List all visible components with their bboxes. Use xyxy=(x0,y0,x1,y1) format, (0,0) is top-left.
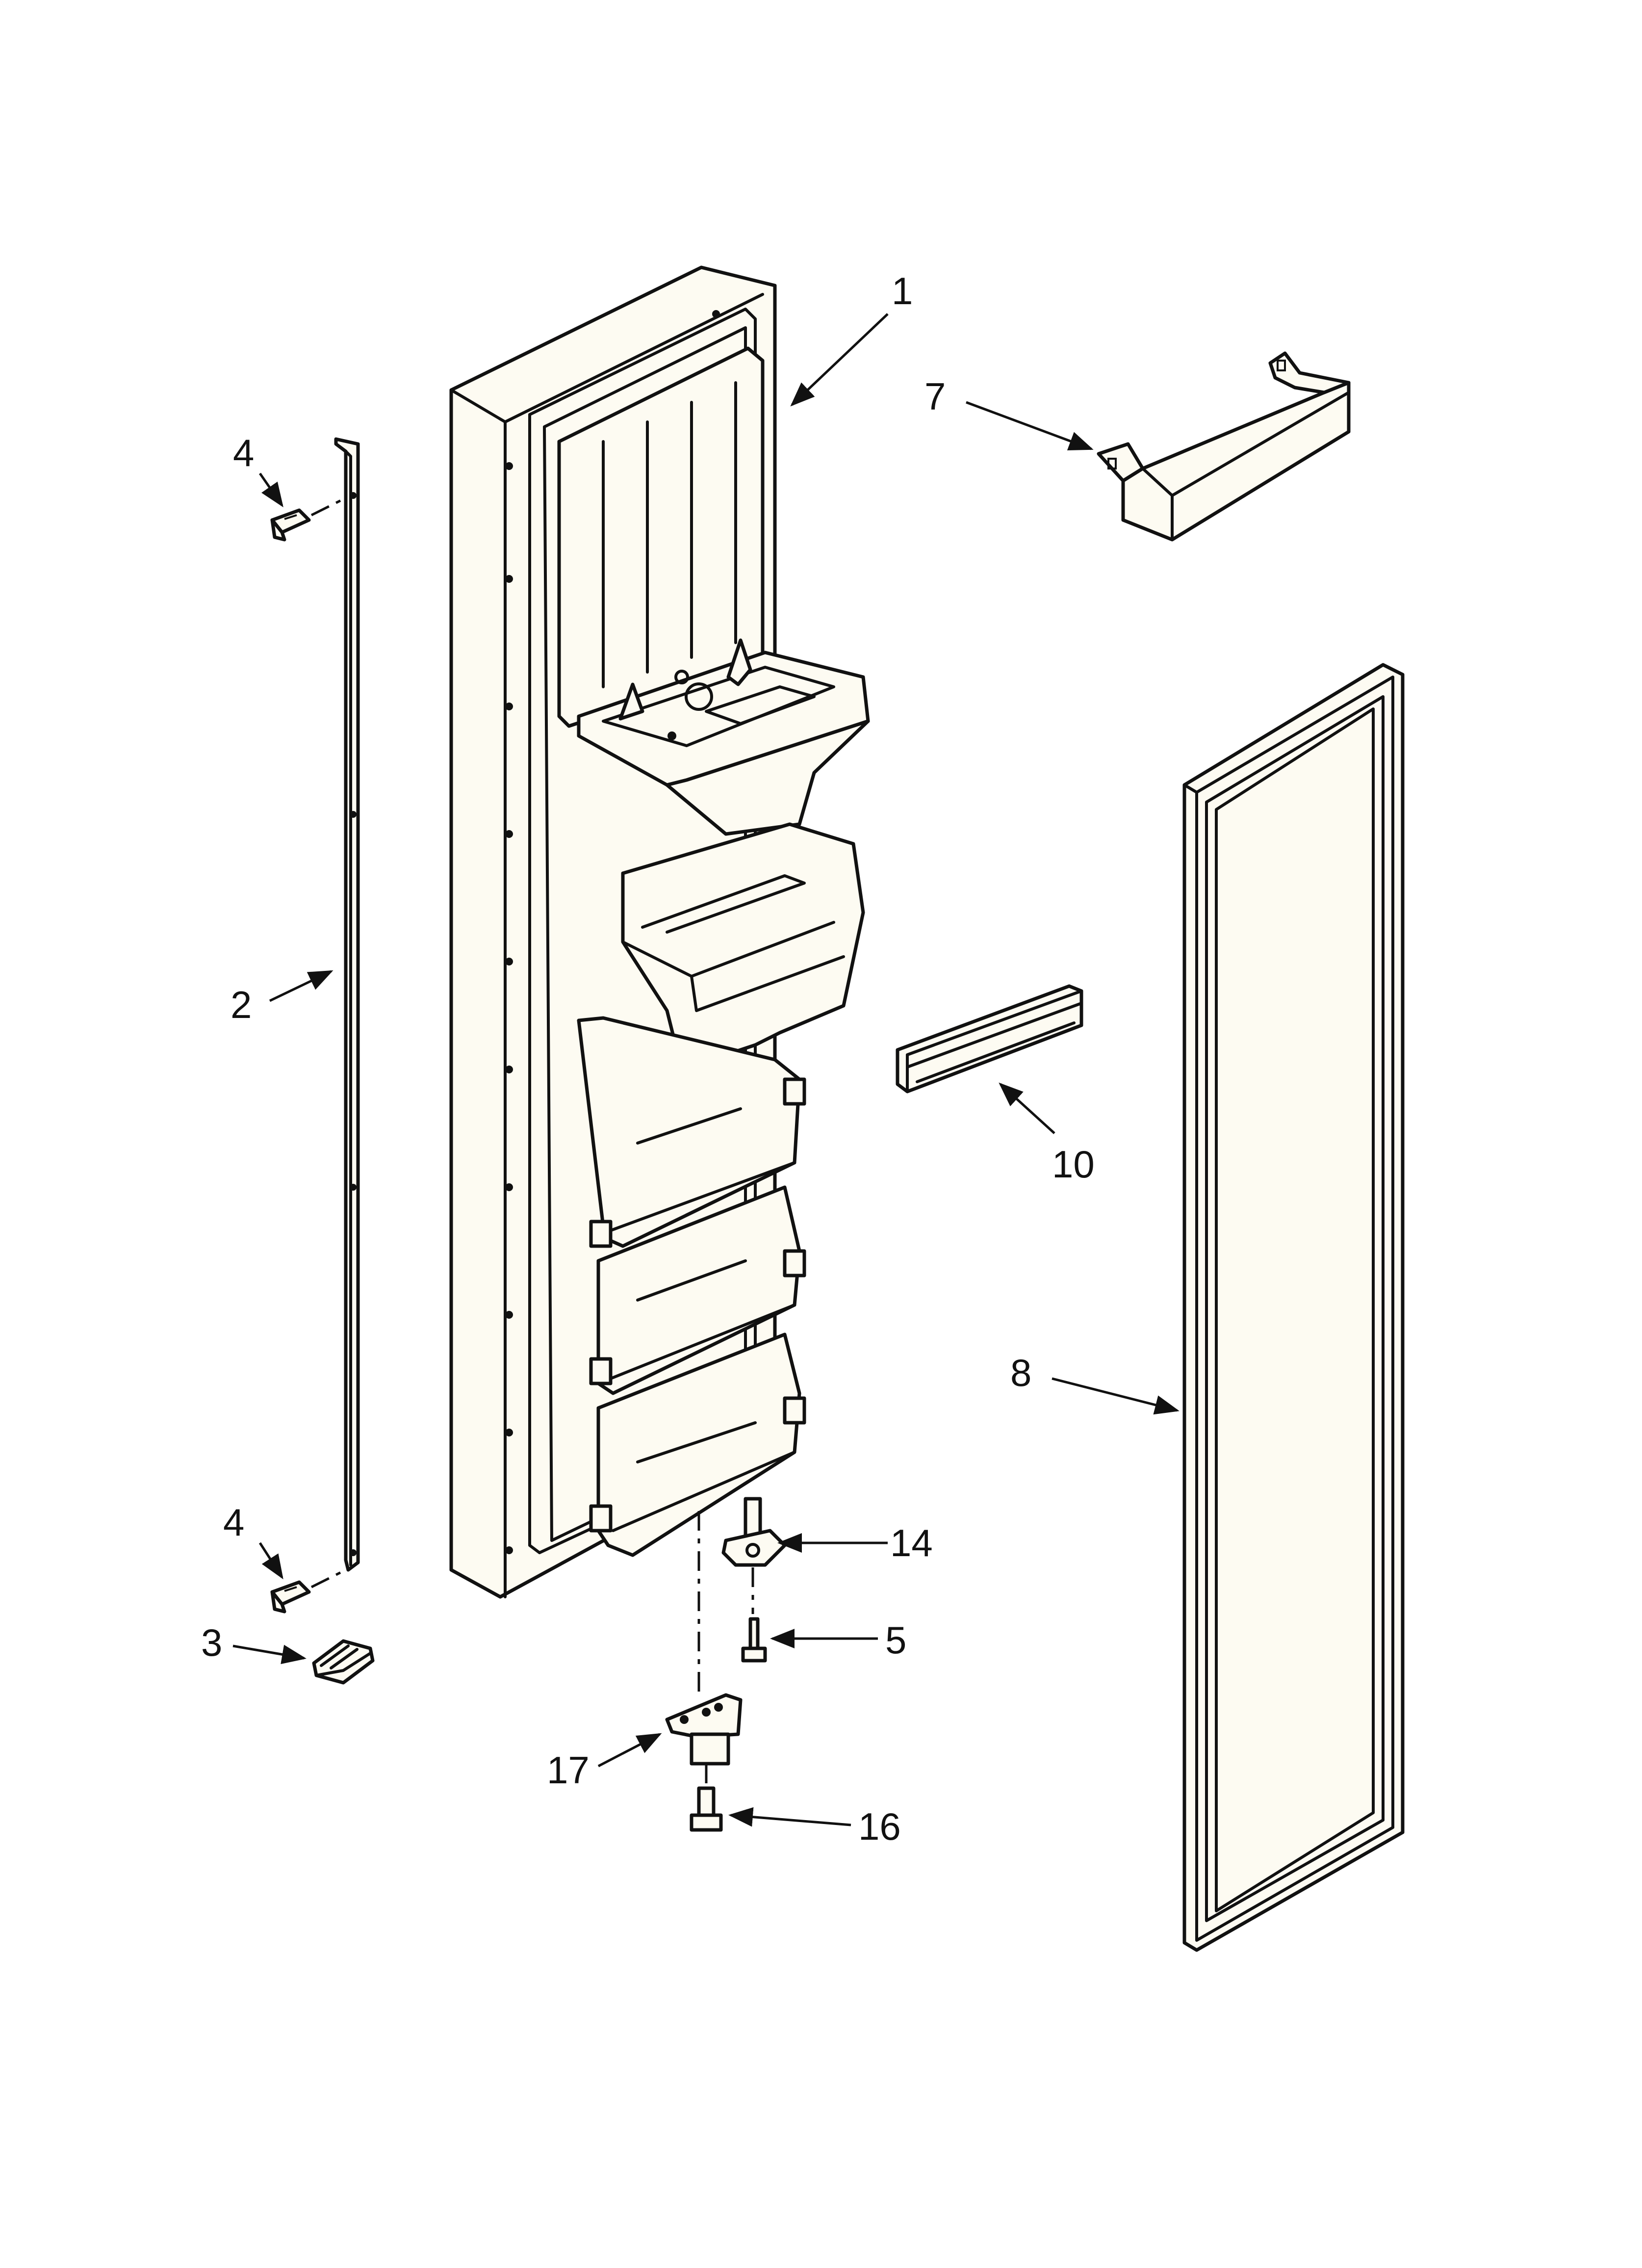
leader-3 xyxy=(232,1644,307,1665)
gasket-part xyxy=(1182,663,1405,1952)
screw-hinge-part xyxy=(741,1617,767,1663)
callout-4-bottom: 4 xyxy=(223,1501,244,1544)
leader-1 xyxy=(790,313,889,407)
screw-top-part xyxy=(270,496,347,542)
callout-17: 17 xyxy=(547,1748,590,1792)
callout-5: 5 xyxy=(885,1618,906,1662)
screw-bottom-part xyxy=(270,1568,347,1614)
callout-8: 8 xyxy=(1010,1351,1031,1394)
leader-10 xyxy=(999,1082,1055,1134)
leader-8 xyxy=(1052,1377,1180,1415)
callout-10: 10 xyxy=(1052,1143,1095,1186)
leader-7 xyxy=(966,401,1094,451)
leader-16 xyxy=(728,1807,851,1827)
screw-lower-part xyxy=(690,1786,723,1832)
callout-16: 16 xyxy=(858,1805,901,1848)
cap-part xyxy=(312,1639,375,1685)
handle-part xyxy=(1097,351,1351,542)
hinge-pin-part xyxy=(721,1497,787,1614)
callout-7: 7 xyxy=(924,375,946,418)
leader-4-bottom xyxy=(258,1542,283,1580)
callout-2: 2 xyxy=(231,983,252,1026)
callout-3: 3 xyxy=(201,1621,222,1664)
channel-part xyxy=(896,984,1083,1094)
trim-part xyxy=(334,437,360,1572)
callout-labels: 1 2 3 4 4 5 7 8 10 14 16 17 xyxy=(201,269,1095,1848)
door-rivets xyxy=(505,310,720,1554)
callout-1: 1 xyxy=(892,269,913,313)
leader-4-top xyxy=(258,472,283,508)
callout-4-top: 4 xyxy=(233,431,254,474)
leader-17 xyxy=(597,1733,662,1768)
leader-lines xyxy=(232,313,1180,1827)
hinge-part xyxy=(665,1693,743,1786)
door-part xyxy=(449,265,870,1599)
callout-14: 14 xyxy=(890,1521,933,1564)
leader-2 xyxy=(269,970,334,1002)
